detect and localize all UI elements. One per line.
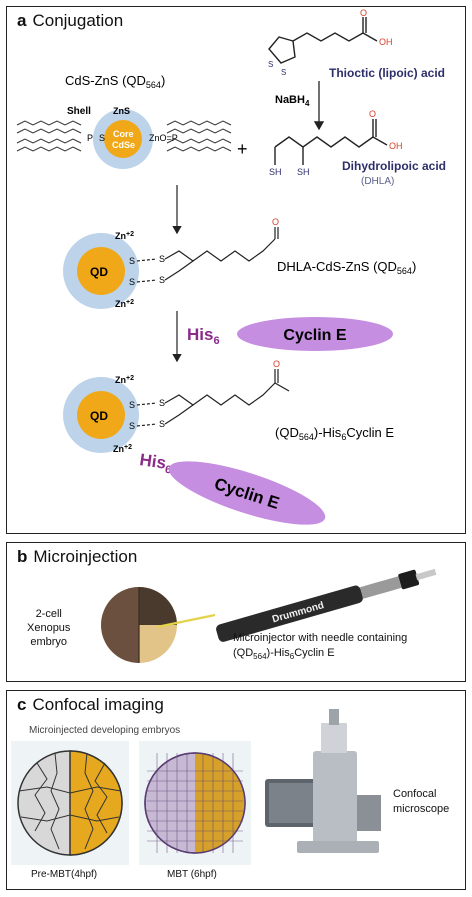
dihydrolipoic-label: Dihydrolipoic acid <box>342 159 446 173</box>
s-1d: S <box>159 275 165 285</box>
final-bound-chain <box>136 369 290 427</box>
needle <box>156 613 216 629</box>
thioctic-s1: S <box>268 60 273 69</box>
qd-label-1: QD <box>90 265 108 279</box>
plus-sign: + <box>237 139 248 159</box>
dhla-structure <box>274 119 388 165</box>
dhla-qd-core <box>77 247 125 295</box>
final-o: O <box>273 359 280 369</box>
s-1b: S <box>129 277 135 287</box>
pre-mbt-label: Pre-MBT(4hpf) <box>31 869 98 880</box>
dhla-oh: OH <box>389 141 403 151</box>
s-1a: S <box>129 256 135 266</box>
qd-core <box>104 120 142 158</box>
thioctic-o: O <box>360 8 367 18</box>
final-conjugate-label: (QD564)-His6Cyclin E <box>275 425 394 442</box>
microscope-caption: Confocal microscope <box>393 788 450 815</box>
s-2c: S <box>159 398 165 408</box>
mbt-label: MBT (6hpf) <box>167 869 217 880</box>
thioctic-label: Thioctic (lipoic) acid <box>329 66 445 80</box>
qd-title: CdS-ZnS (QD564) <box>65 73 165 90</box>
thioctic-s2: S <box>281 68 286 77</box>
qd-label-2: QD <box>90 409 108 423</box>
embryos-subtitle: Microinjected developing embryos <box>29 725 181 736</box>
confocal-diagram <box>11 709 381 865</box>
shell-label: Shell <box>67 106 91 117</box>
microinjection-diagram: Drummond <box>101 568 437 663</box>
thioctic-acid-structure <box>268 17 378 64</box>
zn-label-3: Zn+2 <box>115 375 134 385</box>
confocal-microscope <box>265 709 381 853</box>
injector-caption: Microinjector with needle containing (QD… <box>233 632 408 662</box>
ligand-chains-left <box>16 120 82 152</box>
final-qd-core <box>77 391 125 439</box>
s-2b: S <box>129 421 135 431</box>
his6-tag-2: His6 <box>138 450 173 476</box>
pre-mbt-embryo <box>11 741 129 865</box>
dhla-abbrev: (DHLA) <box>361 176 394 187</box>
dhla-o: O <box>369 109 376 119</box>
dhla-qd-label: DHLA-CdS-ZnS (QD564) <box>277 259 416 276</box>
dhla-qd-o: O <box>272 217 279 227</box>
zno-p-label: ZnO=P <box>149 133 178 143</box>
core-label: Core <box>113 129 134 139</box>
zn-label-2: Zn+2 <box>115 299 134 309</box>
dhla-sh2: SH <box>297 167 310 177</box>
dhla-bound-chain <box>136 227 279 283</box>
his6-tag-1: His6 <box>187 325 220 347</box>
zns-label: ZnS <box>113 106 130 116</box>
thioctic-oh: OH <box>379 37 393 47</box>
s-2a: S <box>129 400 135 410</box>
xenopus-embryo <box>101 587 177 663</box>
nabh4-label: NaBH4 <box>275 94 310 108</box>
ligand-chains-right <box>166 120 232 152</box>
zn-label-4: Zn+2 <box>113 444 132 454</box>
cyclin-e-ellipse-1 <box>237 317 393 351</box>
embryo-caption: 2-cell Xenopus embryo <box>27 608 71 648</box>
dhla-sh1: SH <box>269 167 282 177</box>
s-2d: S <box>159 419 165 429</box>
zn-label-1: Zn+2 <box>115 231 134 241</box>
conjugation-diagram: S S O OH Thioctic (lipoic) acid NaBH4 O … <box>16 8 446 525</box>
mbt-embryo <box>139 741 251 865</box>
s-1c: S <box>159 254 165 264</box>
cyclin-e-label-1: Cyclin E <box>283 327 346 344</box>
cyclin-e-ellipse-2 <box>168 461 326 525</box>
cdse-label: CdSe <box>112 140 135 150</box>
